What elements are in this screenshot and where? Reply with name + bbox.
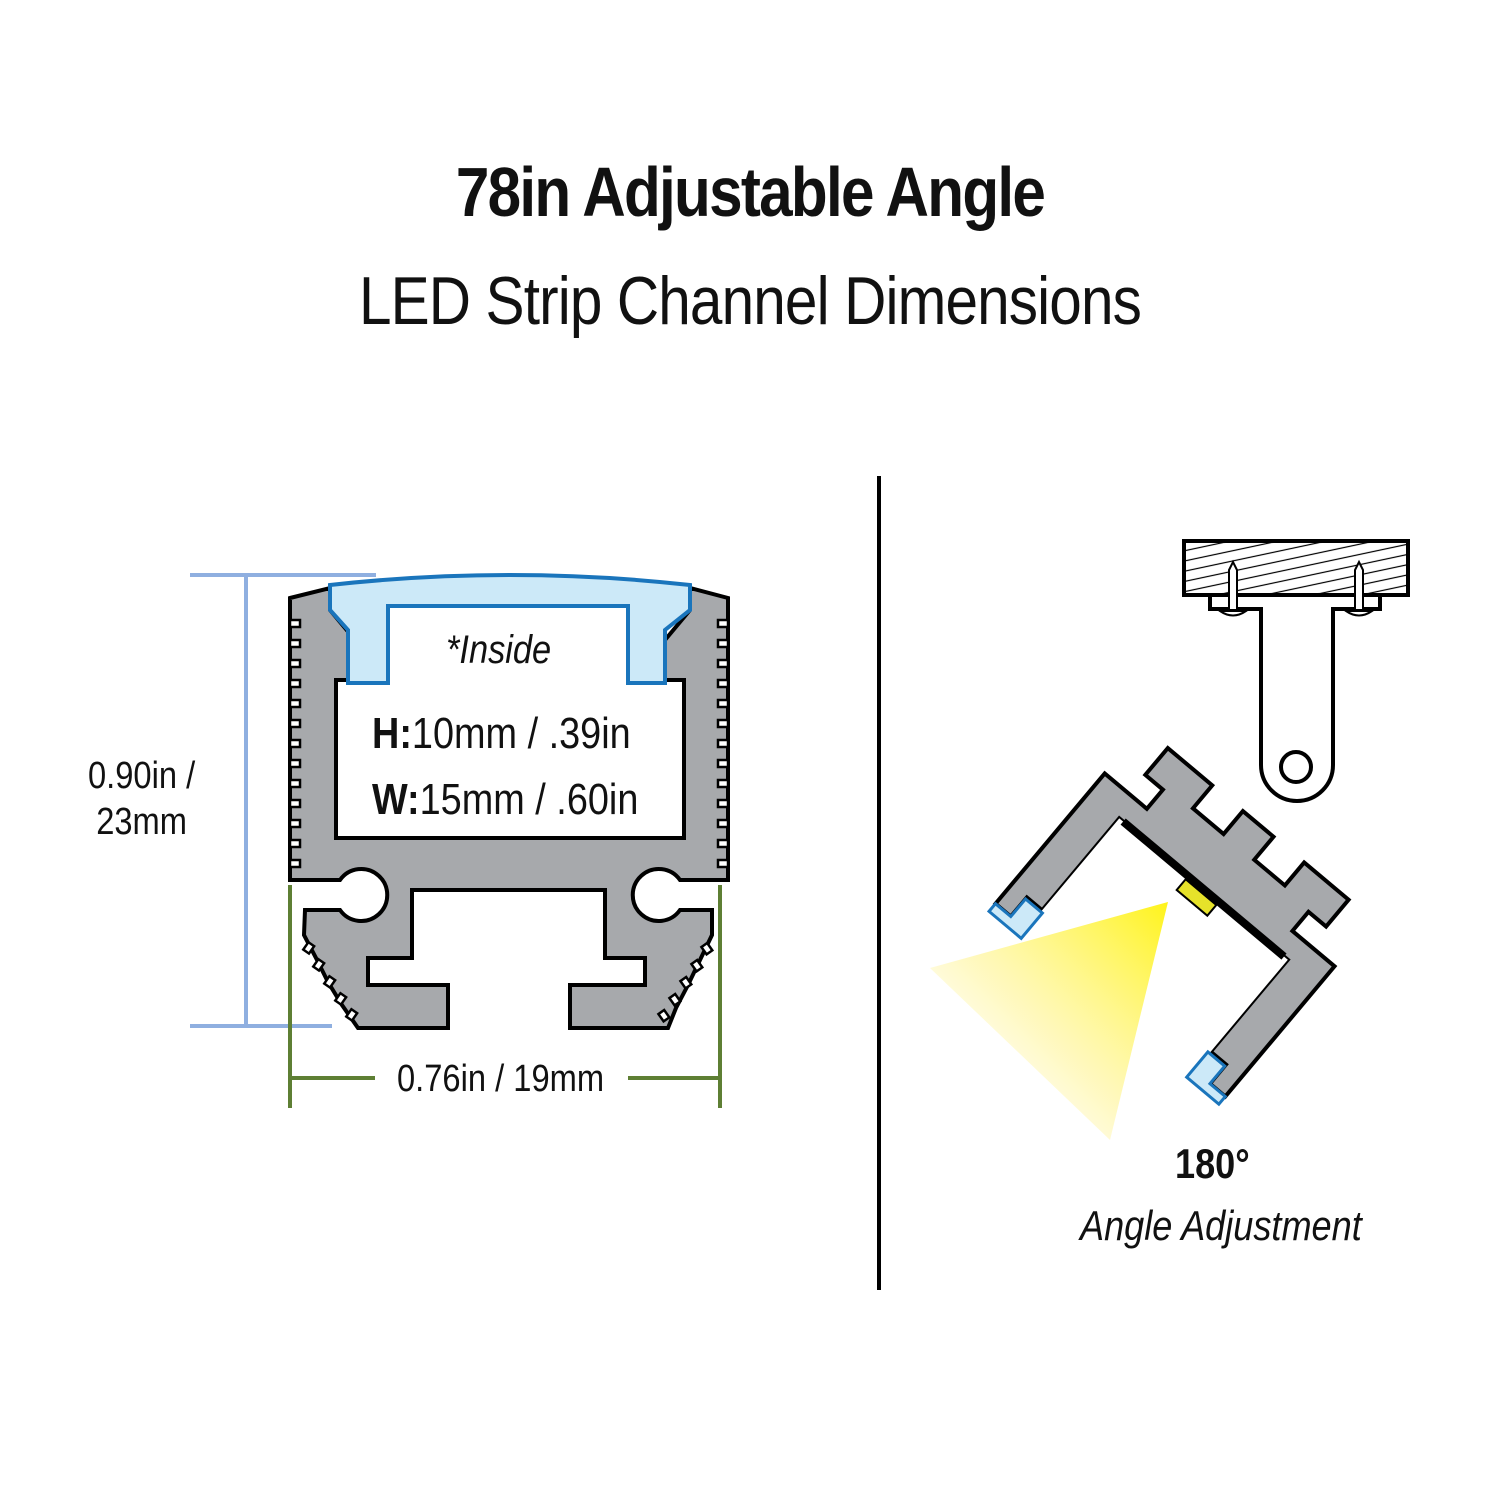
rotated-channel-body xyxy=(992,745,1352,1100)
screw-icon xyxy=(1216,559,1376,617)
angle-value: 180° xyxy=(1175,1140,1250,1187)
heatsink-fins-bottom xyxy=(301,940,715,1024)
angle-caption: Angle Adjustment xyxy=(1080,1202,1362,1249)
bracket-arm xyxy=(1259,607,1335,803)
inner-width-key: W: xyxy=(372,775,420,824)
width-dimension-lines xyxy=(288,885,722,1108)
aluminum-channel-body xyxy=(288,585,730,1030)
page-title: 78in Adjustable Angle xyxy=(455,153,1046,231)
angle-mount-illustration xyxy=(930,539,1410,1140)
heatsink-fins-left xyxy=(288,618,302,869)
inner-width-value: 15mm / .60in xyxy=(419,775,639,824)
inner-height-key: H: xyxy=(372,709,412,758)
pivot-hole xyxy=(1279,750,1313,784)
diffuser-cover xyxy=(328,573,692,685)
outer-height-label: 0.90in / 23mm xyxy=(88,753,195,845)
led-pcb-strip xyxy=(1120,818,1287,960)
outer-width-label: 0.76in / 19mm xyxy=(397,1058,605,1100)
inner-width-label: W:15mm / .60in xyxy=(372,778,638,822)
inner-height-label: H:10mm / .39in xyxy=(372,712,631,756)
page-subtitle: LED Strip Channel Dimensions xyxy=(358,263,1142,339)
inner-height-value: 10mm / .39in xyxy=(411,709,631,758)
outer-height-mm: 23mm xyxy=(96,801,187,843)
outer-height-inches: 0.90in / xyxy=(88,755,196,797)
rotated-diffuser-right xyxy=(1184,1049,1228,1107)
profile-cross-section xyxy=(190,573,730,1108)
led-chip xyxy=(1175,877,1218,918)
height-dimension-lines xyxy=(190,573,376,1028)
inside-note: *Inside xyxy=(446,628,552,672)
light-beam xyxy=(930,902,1168,1140)
rotated-diffuser-left xyxy=(986,896,1045,941)
heatsink-fins-right xyxy=(716,618,730,869)
mounting-surface xyxy=(1182,539,1410,597)
